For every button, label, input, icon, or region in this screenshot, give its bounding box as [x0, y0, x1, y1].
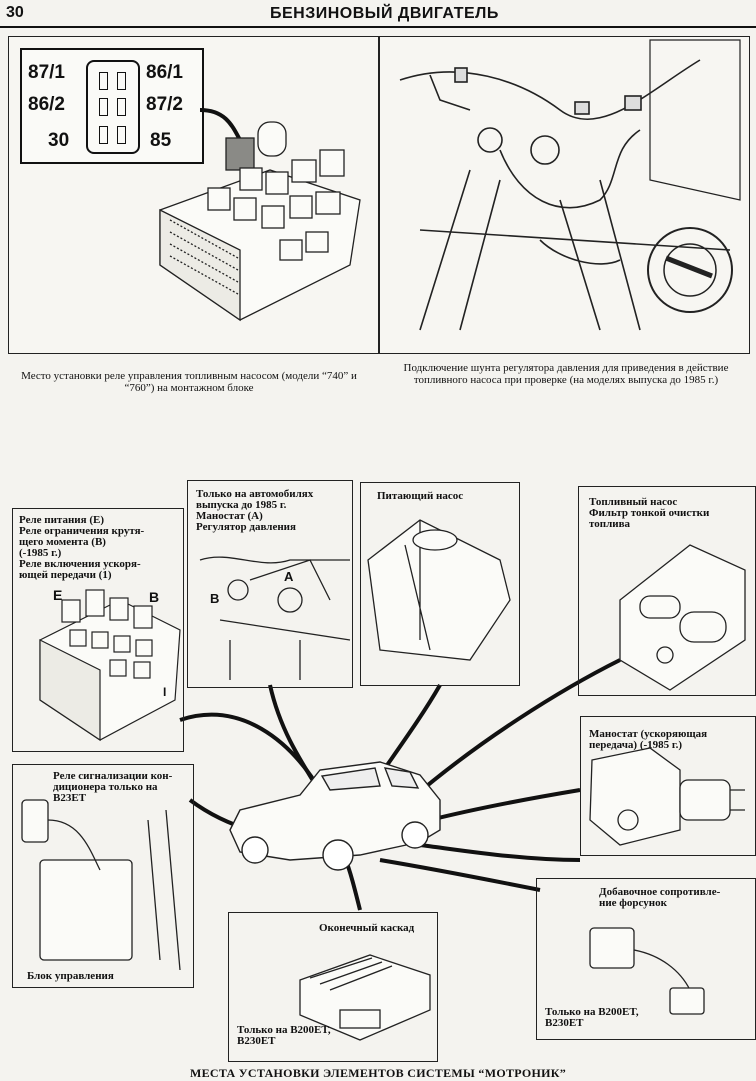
pin-slot: [117, 72, 126, 90]
pin-slot: [99, 98, 108, 116]
pressure-label-3: Маностат (A): [196, 510, 263, 522]
resistor-label-1: Добавочное сопротивле-: [599, 886, 721, 898]
panel-output-stage: Оконечный каскад Только на B200ET, B230E…: [228, 912, 438, 1062]
pin-87-2-label: 87/2: [146, 94, 183, 115]
resistor-label-2: ние форсунок: [599, 897, 667, 909]
feed-pump-illustration: [367, 519, 511, 661]
pin-86-1-label: 86/1: [146, 62, 183, 83]
pin-86-2-label: 86/2: [28, 94, 65, 115]
relays-label-1: Реле питания (E): [19, 514, 105, 526]
relay-letter-1: I: [163, 685, 167, 699]
relay-body-outline: [86, 60, 140, 154]
panel-pressure-regulator: Только на автомобилях выпуска до 1985 г.…: [187, 480, 353, 688]
relays-block-illustration: [39, 589, 181, 742]
top-figure-divider: [378, 36, 380, 354]
resistor-bottom-label-1: Только на B200ET,: [545, 1006, 639, 1018]
resistor-bottom-label-2: B230ET: [545, 1017, 584, 1029]
manostat-label-1: Маностат (ускоряющая: [589, 728, 708, 740]
output-stage-label-1: Только на B200ET,: [237, 1024, 331, 1036]
output-stage-illustration: [299, 954, 431, 1041]
pressure-regulator-illustration: [199, 556, 351, 680]
output-stage-title: Оконечный каскад: [319, 922, 415, 934]
relays-label-5: Реле включения ускоря-: [19, 558, 141, 570]
ac-relay-label-2: диционера только на: [53, 781, 158, 793]
pin-slot: [117, 98, 126, 116]
manostat-illustration: [589, 747, 745, 846]
relays-label-2: Реле ограничения крутя-: [19, 525, 145, 537]
pin-87-1-label: 87/1: [28, 62, 65, 83]
page-title: БЕНЗИНОВЫЙ ДВИГАТЕЛЬ: [270, 5, 499, 22]
panel-manostat: Маностат (ускоряющая передача) (-1985 г.…: [580, 716, 756, 856]
control-unit-label: Блок управления: [27, 970, 114, 982]
car-illustration: [229, 761, 441, 871]
resistor-illustration: [589, 927, 705, 1015]
feed-pump-title: Питающий насос: [377, 490, 464, 502]
page-number: 30: [6, 4, 24, 21]
pin-slot: [117, 126, 126, 144]
pin-85-label: 85: [150, 130, 172, 151]
caption-relay-location: Место установки реле управления топливны…: [21, 370, 357, 394]
relays-label-6: ющей передачи (1): [19, 569, 112, 581]
pressure-label-4: Регулятор давления: [196, 521, 296, 533]
fuel-pump-label-2: Фильтр тонкой очистки: [589, 507, 710, 519]
caption-pressure-shunt: Подключение шунта регулятора давления дл…: [403, 362, 729, 386]
fuse-block-illustration: [159, 121, 361, 322]
engine-bay-illustration: [399, 39, 741, 331]
panel-ac-relay: Реле сигнализации кон- диционера только …: [12, 764, 194, 988]
control-unit-illustration: [21, 799, 181, 971]
pressure-label-2: выпуска до 1985 г.: [196, 499, 287, 511]
fuel-pump-label-3: топлива: [589, 518, 631, 530]
figure-footer-title: МЕСТА УСТАНОВКИ ЭЛЕМЕНТОВ СИСТЕМЫ “МОТРО…: [189, 1066, 567, 1080]
relay-letter-e: E: [53, 587, 63, 603]
manostat-label-2: передача) (-1985 г.): [589, 739, 683, 751]
fuel-pump-label-1: Топливный насос: [589, 496, 678, 508]
panel-relays: Реле питания (E) Реле ограничения крутя-…: [12, 508, 184, 752]
relay-pin-diagram: 87/1 86/1 86/2 87/2 30 85: [20, 48, 204, 164]
pin-slot: [99, 126, 108, 144]
panel-resistor: Добавочное сопротивле- ние форсунок Толь…: [536, 878, 756, 1040]
relay-letter-b: B: [149, 589, 160, 605]
pressure-letter-b: B: [210, 591, 220, 606]
ac-relay-label-3: B23ET: [53, 792, 87, 804]
relays-label-3: щего момента (B): [19, 536, 106, 548]
output-stage-label-2: B230ET: [237, 1035, 276, 1047]
pin-30-label: 30: [48, 130, 70, 151]
header-rule: [0, 26, 756, 28]
relays-label-4: (-1985 г.): [19, 547, 62, 559]
pressure-label-1: Только на автомобилях: [196, 488, 314, 500]
pin-slot: [99, 72, 108, 90]
fuel-pump-illustration: [619, 544, 746, 691]
pressure-letter-a: A: [284, 569, 294, 584]
panel-feed-pump: Питающий насос: [360, 482, 520, 686]
panel-fuel-pump: Топливный насос Фильтр тонкой очистки то…: [578, 486, 756, 696]
ac-relay-label-1: Реле сигнализации кон-: [53, 770, 173, 782]
relay-leader-line: [199, 108, 242, 141]
